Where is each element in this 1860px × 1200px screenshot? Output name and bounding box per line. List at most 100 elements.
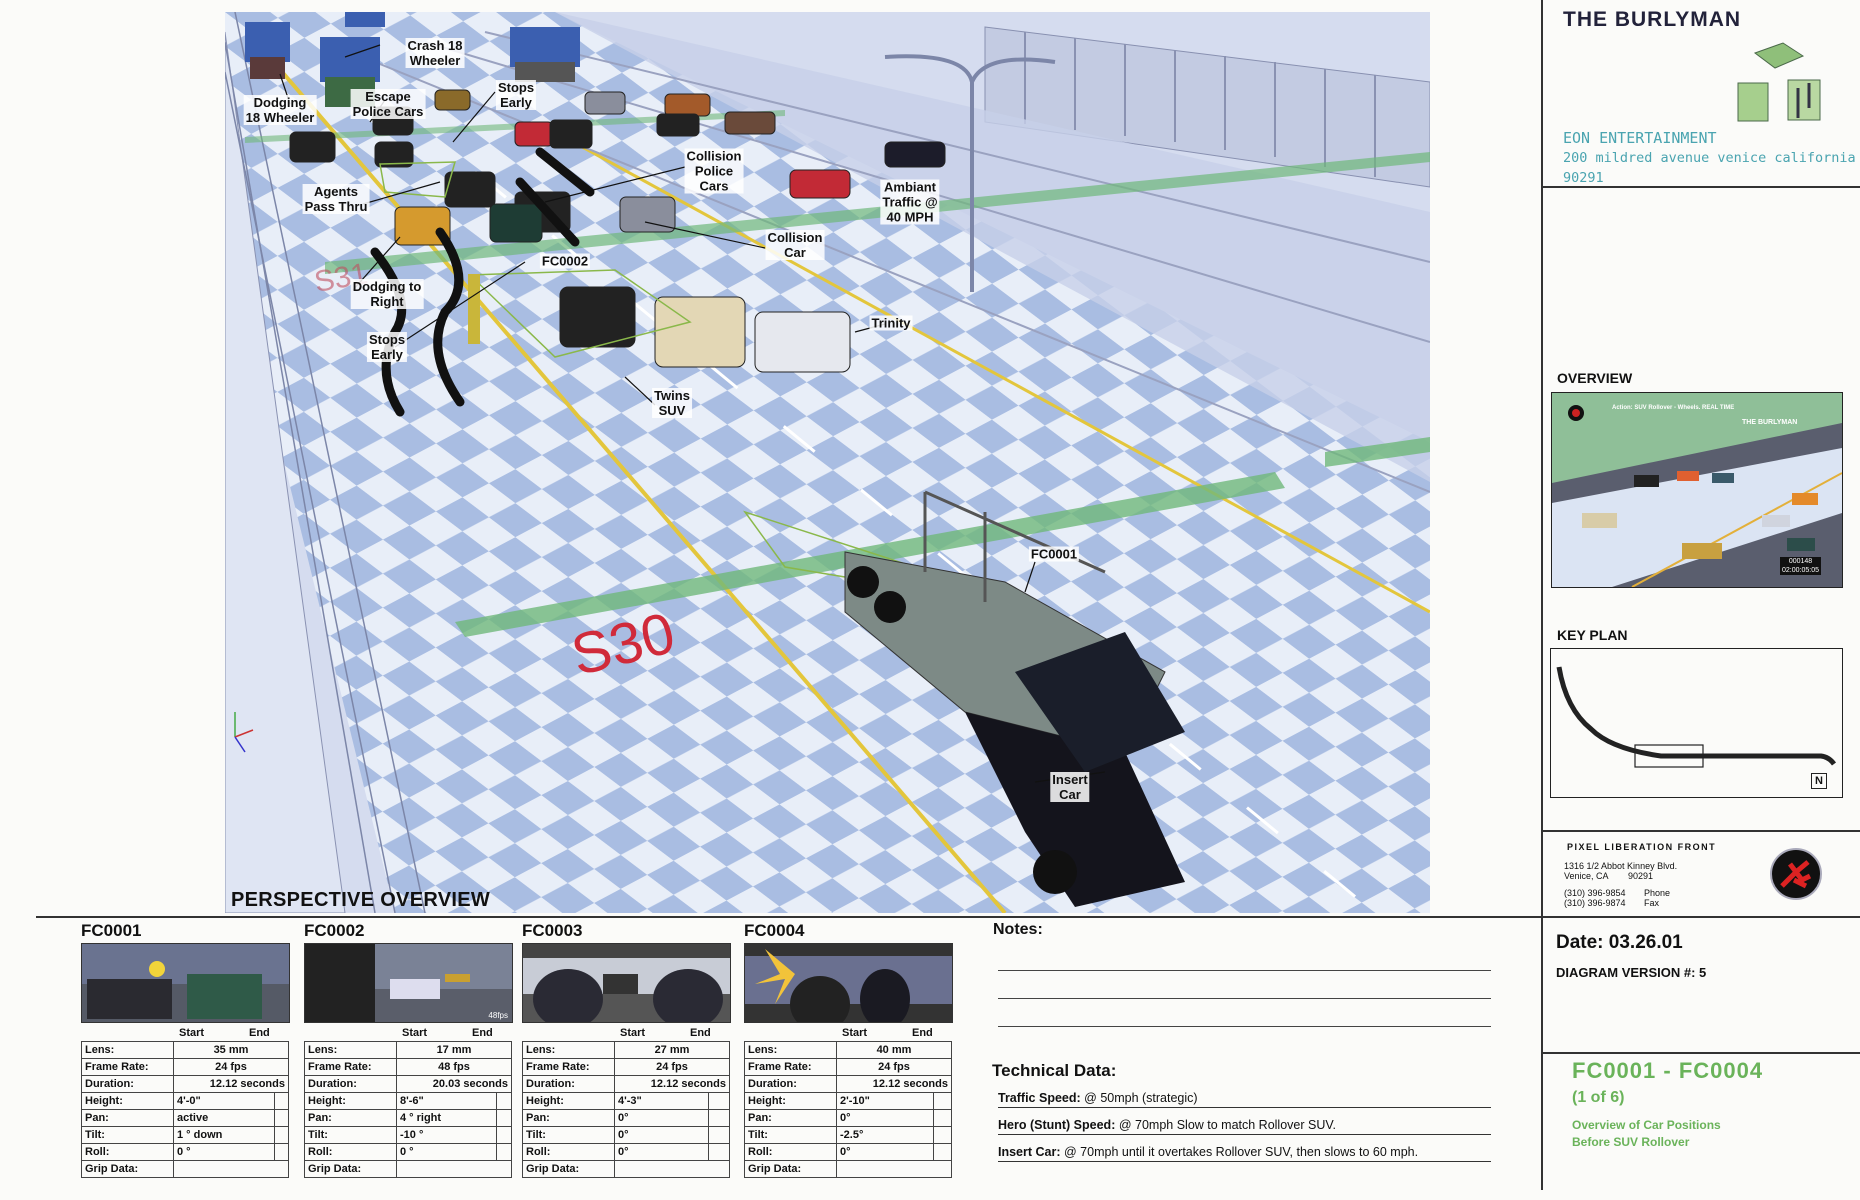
row-roll: Roll:0° [744,1143,953,1161]
camera-thumbnail: 48fps [304,943,513,1023]
divider [36,916,1860,918]
camera-id: FC0004 [744,921,805,940]
studio-address: 1316 1/2 Abbot Kinney Blvd.Venice, CA 90… [1564,861,1678,881]
label-dodging-18-wheeler: Dodging 18 Wheeler [243,95,317,125]
date: Date: 03.26.01 [1556,932,1683,953]
table-cell: Roll: [522,1143,615,1161]
technical-row: Hero (Stunt) Speed: @ 70mph Slow to matc… [998,1118,1491,1135]
axis-gizmo-icon [234,712,254,753]
row-tilt: Tilt:-10 ° [304,1126,512,1144]
table-cell: Lens: [522,1041,615,1059]
table-cell: 0 ° [172,1143,276,1161]
thumb-tag: 48fps [488,1011,508,1020]
table-cell: Duration: [81,1075,174,1093]
label-collision-car: Collision Car [765,230,825,260]
table-cell: Grip Data: [744,1160,837,1178]
table-cell: Grip Data: [81,1160,174,1178]
table-cell: 12.12 seconds [836,1075,952,1093]
label-fc0002: FC0002 [539,253,591,269]
row-height: Height:4'-0" [81,1092,289,1110]
label-crash-18-wheeler: Crash 18 Wheeler [405,38,465,68]
label-stops-early-top: Stops Early [495,80,537,110]
scene-caption: PERSPECTIVE OVERVIEW [231,889,491,911]
table-cell [707,1092,731,1110]
table-cell: Lens: [81,1041,174,1059]
table-cell [274,1143,289,1161]
row-tilt: Tilt:-2.5° [744,1126,953,1144]
technical-row: Traffic Speed: @ 50mph (strategic) [998,1091,1491,1108]
row-grip-data: Grip Data: [522,1160,730,1178]
row-lens: Lens:35 mm [81,1041,289,1059]
table-cell: active [172,1109,276,1127]
camera-data-table: Lens:27 mm Frame Rate:24 fps Duration:12… [522,1041,731,1178]
table-cell: Duration: [522,1075,615,1093]
table-cell: Grip Data: [304,1160,397,1178]
camera-id: FC0001 [81,921,142,940]
perspective-render: S30 S31 Crash 18 Wheeler Dodging 18 Whee… [225,12,1430,913]
row-lens: Lens:17 mm [304,1041,512,1059]
table-cell: 0° [614,1109,709,1127]
table-cell: 27 mm [614,1041,730,1059]
divider [1541,0,1543,1190]
table-cell: Frame Rate: [744,1058,837,1076]
table-cell: 4'-0" [172,1092,276,1110]
table-cell: Roll: [81,1143,174,1161]
row-duration: Duration:12.12 seconds [744,1075,952,1093]
divider [1541,1052,1860,1054]
camera-data-table: Lens:35 mm Frame Rate:24 fps Duration:12… [81,1041,289,1178]
row-pan: Pan:4 ° right [304,1109,512,1127]
table-cell: Roll: [744,1143,837,1161]
label-twins-suv: Twins SUV [652,388,692,418]
camera-thumbnail [81,943,290,1023]
table-cell: Duration: [744,1075,837,1093]
row-grip-data: Grip Data: [744,1160,952,1178]
table-cell: Roll: [304,1143,397,1161]
shot-range: FC0001 - FC0004 [1572,1058,1764,1083]
table-cell [173,1160,289,1178]
camera-data-table: Lens:17 mm Frame Rate:48 fps Duration:20… [304,1041,512,1178]
notes-line [998,970,1491,971]
table-cell: Height: [744,1092,837,1110]
table-cell [932,1109,953,1127]
table-cell: Frame Rate: [304,1058,397,1076]
table-cell [614,1160,730,1178]
row-tilt: Tilt:0° [522,1126,731,1144]
camera-id: FC0003 [522,921,583,940]
notes-line [998,1026,1491,1027]
table-cell [707,1143,731,1161]
table-cell: 20.03 seconds [396,1075,512,1093]
traffic-cars [289,89,946,373]
row-grip-data: Grip Data: [81,1160,289,1178]
table-cell: 0° [614,1126,709,1144]
table-cell: Pan: [522,1109,615,1127]
divider [1541,830,1860,832]
production-title: THE BURLYMAN [1563,8,1742,31]
row-frame-rate: Frame Rate:24 fps [744,1058,952,1076]
table-cell: Pan: [81,1109,174,1127]
table-cell: 35 mm [173,1041,289,1059]
table-cell [932,1092,953,1110]
table-cell: 0° [836,1109,934,1127]
table-cell [836,1160,952,1178]
label-escape-police-cars: Escape Police Cars [350,89,426,119]
table-cell: Tilt: [744,1126,837,1144]
table-cell: Tilt: [522,1126,615,1144]
table-cell: Grip Data: [522,1160,615,1178]
camera-id: FC0002 [304,921,365,940]
table-cell: Lens: [304,1041,397,1059]
table-cell: 8'-6" [395,1092,498,1110]
north-arrow-icon: N [1811,773,1827,789]
studio-name: PIXEL LIBERATION FRONT [1567,842,1717,852]
scene-graphic: S30 S31 [225,12,1430,913]
technical-row: Insert Car: @ 70mph until it overtakes R… [998,1145,1491,1162]
table-cell: 12.12 seconds [614,1075,730,1093]
row-height: Height:4'-3" [522,1092,731,1110]
table-cell: 4 ° right [395,1109,498,1127]
table-cell: Frame Rate: [522,1058,615,1076]
